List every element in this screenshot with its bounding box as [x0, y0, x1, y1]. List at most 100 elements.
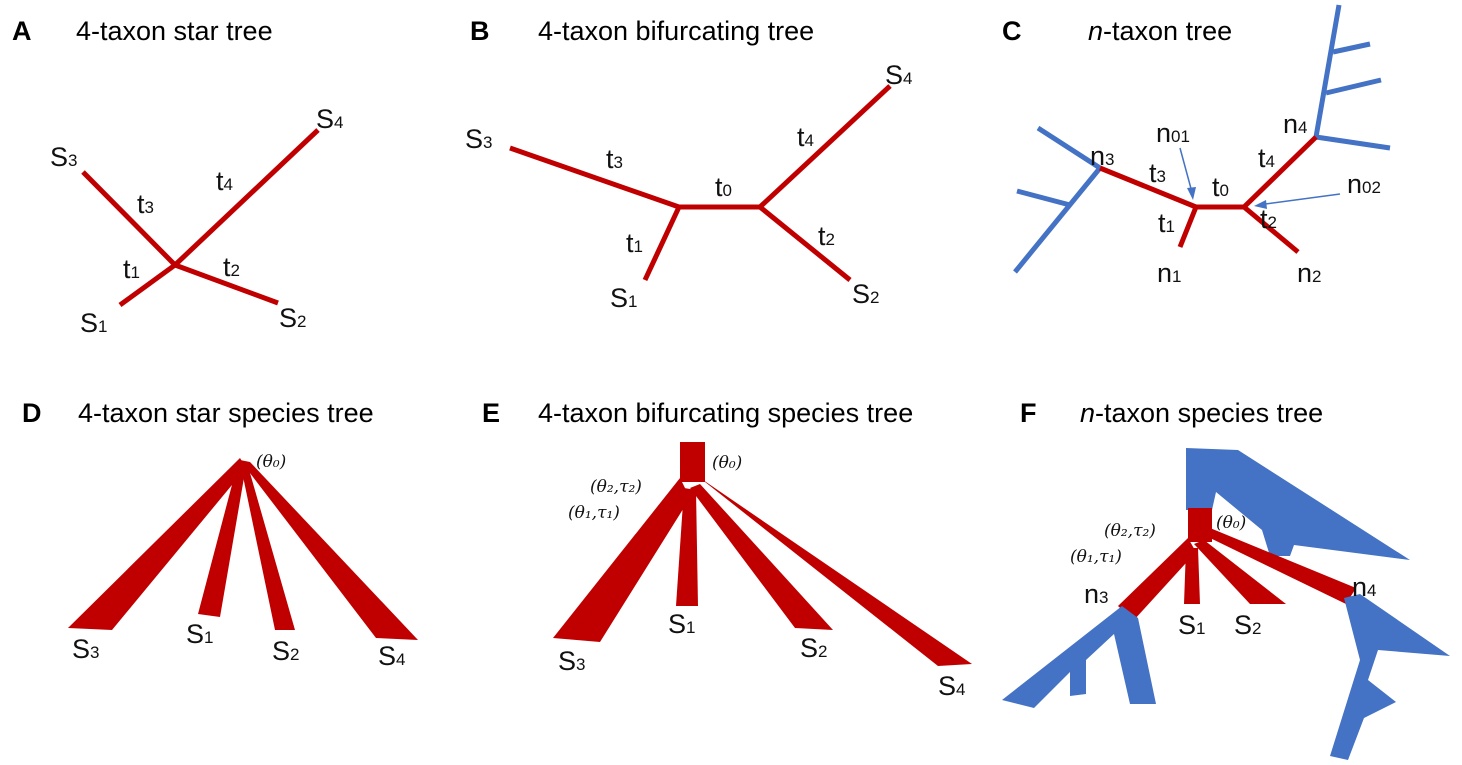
param-theta1-tau1: (θ₁,τ₁): [1070, 547, 1122, 567]
param-theta1-tau1: (θ₁,τ₁): [568, 503, 620, 523]
node-n2: n2: [1297, 258, 1322, 288]
taxon-s4: S4: [885, 60, 912, 90]
species-branch-s3: [68, 458, 246, 630]
subtree-n3-branch: [1016, 188, 1071, 208]
taxon-s1: S1: [610, 283, 637, 313]
length-t4: t4: [216, 166, 233, 196]
species-branch-s3: [553, 478, 690, 642]
taxon-s2: S2: [1234, 610, 1261, 640]
species-branch-s2: [690, 484, 833, 630]
taxon-s1: S1: [80, 308, 107, 338]
species-branch-s4: [700, 478, 972, 666]
species-branch-n3: [1118, 538, 1196, 620]
subtree-n3: [1002, 606, 1156, 708]
panel-a-title: 4-taxon star tree: [76, 16, 273, 46]
param-theta2-tau2: (θ₂,τ₂): [1104, 521, 1156, 541]
length-t4: t4: [797, 122, 814, 152]
subtree-n4-branch: [1315, 134, 1391, 151]
species-branch-n4: [1206, 528, 1356, 604]
subtree-n4-branch: [1332, 41, 1371, 55]
length-t0: t0: [1212, 172, 1229, 202]
panel-f-title: n-taxon species tree: [1080, 398, 1323, 428]
panel-f: F n-taxon species tree (θ₀) (θ₂,τ₂) (θ₁,…: [1002, 398, 1450, 760]
taxon-s3: S3: [558, 646, 585, 676]
branch-t2: [174, 262, 279, 306]
length-t2: t2: [223, 252, 240, 282]
panel-d-letter: D: [22, 398, 42, 428]
taxon-s3: S3: [465, 124, 492, 154]
taxon-s4: S4: [378, 641, 405, 671]
taxon-s3: S3: [50, 142, 77, 172]
branch-t2: [1242, 205, 1300, 254]
species-branch-s1: [676, 488, 698, 606]
branch-t3: [81, 170, 177, 267]
subtree-n3-main: [1013, 166, 1102, 274]
branch-t2: [758, 205, 852, 282]
node-n4: n4: [1352, 572, 1377, 602]
taxon-s1: S1: [1178, 610, 1205, 640]
length-t4: t4: [1258, 143, 1275, 173]
panel-c-title: n-taxon tree: [1088, 16, 1232, 46]
subtree-n4-main: [1313, 4, 1342, 138]
species-branch-s4: [240, 460, 418, 640]
node-n01: n01: [1156, 118, 1190, 148]
branch-t1: [642, 205, 682, 282]
branch-t4: [173, 128, 320, 267]
branch-t1: [1177, 206, 1199, 248]
length-t2: t2: [1260, 204, 1277, 234]
panel-e-title: 4-taxon bifurcating species tree: [538, 398, 913, 428]
param-theta0: (θ₀): [712, 453, 742, 473]
subtree-n4-branch: [1325, 77, 1382, 96]
node-n3: n3: [1090, 141, 1115, 171]
length-t3: t3: [1149, 158, 1166, 188]
taxon-s2: S2: [852, 279, 879, 309]
panel-f-letter: F: [1020, 398, 1037, 428]
species-branch-s1: [1184, 548, 1200, 604]
length-t1: t1: [123, 254, 140, 284]
taxon-s3: S3: [72, 634, 99, 664]
branch-t3: [509, 145, 680, 210]
panel-c: C n-taxon tree n3 n01 n4 n02 n1 n2 t3 t0…: [1002, 4, 1391, 288]
panel-d: D 4-taxon star species tree (θ₀) S3 S1 S…: [22, 398, 418, 671]
panel-c-letter: C: [1002, 16, 1022, 46]
panel-e: E 4-taxon bifurcating species tree (θ₀) …: [482, 398, 972, 701]
panel-b-title: 4-taxon bifurcating tree: [538, 16, 814, 46]
species-branch-s2: [240, 462, 295, 630]
branch-t3: [1099, 165, 1197, 210]
species-root-branch: [680, 442, 705, 482]
length-t1: t1: [626, 228, 643, 258]
length-t2: t2: [818, 221, 835, 251]
arrow-n02: [1257, 193, 1341, 206]
subtree-root-top: [1186, 448, 1410, 560]
length-t3: t3: [606, 144, 623, 174]
length-t1: t1: [1158, 208, 1175, 238]
panel-d-title: 4-taxon star species tree: [78, 398, 374, 428]
subtree-n3-branch: [1036, 125, 1102, 171]
species-branch-s1: [198, 462, 246, 617]
length-t0: t0: [715, 172, 732, 202]
arrowhead-n01: [1187, 187, 1196, 200]
taxon-s4: S4: [316, 104, 343, 134]
length-t3: t3: [137, 189, 154, 219]
branch-t1: [118, 262, 177, 308]
taxon-s2: S2: [800, 633, 827, 663]
node-n4: n4: [1283, 109, 1308, 139]
panel-a-letter: A: [12, 16, 32, 46]
param-theta0: (θ₀): [256, 452, 286, 472]
branch-t4: [758, 84, 892, 209]
panel-b: B 4-taxon bifurcating tree S3 S4 S1 S2 t…: [465, 16, 912, 313]
panel-b-letter: B: [470, 16, 490, 46]
panel-e-letter: E: [482, 398, 500, 428]
node-n1: n1: [1157, 258, 1182, 288]
branch-t4: [1242, 135, 1318, 209]
taxon-s1: S1: [668, 609, 695, 639]
subtree-n4: [1330, 594, 1450, 760]
taxon-s2: S2: [272, 636, 299, 666]
taxon-s1: S1: [186, 619, 213, 649]
node-n3: n3: [1084, 579, 1109, 609]
arrowhead-n02: [1254, 200, 1267, 209]
species-branch-s2: [1194, 540, 1286, 604]
param-theta0: (θ₀): [1216, 513, 1246, 533]
taxon-s2: S2: [279, 303, 306, 333]
